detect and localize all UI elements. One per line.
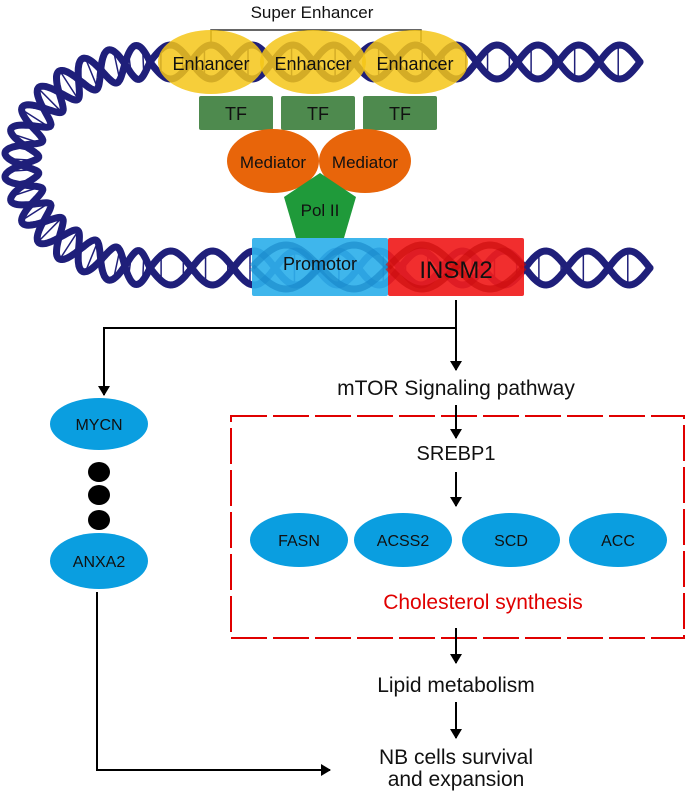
enhancer-1: Enhancer (158, 30, 264, 94)
mediator-2: Mediator (319, 129, 411, 193)
enzyme-acss2: ACSS2 (354, 513, 452, 567)
cholesterol-synthesis-label: Cholesterol synthesis (383, 591, 583, 614)
tf-group: TF TF TF (199, 96, 437, 130)
enhancer-3: Enhancer (362, 30, 468, 94)
enzyme-label: SCD (494, 533, 528, 550)
anxa2-node: ANXA2 (50, 533, 148, 589)
mycn-node: MYCN (50, 398, 148, 450)
dna-base-pair (37, 87, 63, 113)
mediator-group: Mediator Mediator (227, 129, 411, 193)
tf-3-label: TF (389, 104, 411, 124)
enzyme-label: ACSS2 (377, 533, 430, 550)
pol2: Pol II (284, 173, 356, 238)
dot-2 (88, 485, 110, 505)
enhancer-1-label: Enhancer (172, 54, 249, 74)
enzyme-node-shape (569, 513, 667, 567)
mediator-1: Mediator (227, 129, 319, 193)
tf-2-label: TF (307, 104, 329, 124)
srebp1-label: SREBP1 (417, 443, 496, 465)
enzyme-label: ACC (601, 533, 635, 550)
enhancer-3-label: Enhancer (376, 54, 453, 74)
tf-1-label: TF (225, 104, 247, 124)
tf-3: TF (363, 96, 437, 130)
cholesterol-synthesis-box (230, 415, 685, 639)
dna-base-pair (84, 241, 99, 273)
enzyme-node-shape (250, 513, 348, 567)
gene-label: INSM2 (419, 257, 492, 284)
anxa2-label: ANXA2 (73, 554, 126, 571)
promotor: Promotor (249, 238, 391, 296)
promotor-helix-overlay (249, 241, 391, 293)
dna-base-pair (59, 230, 79, 260)
enzyme-fasn: FASN (250, 513, 348, 567)
enzyme-label: FASN (278, 533, 320, 550)
dna-base-pair (37, 217, 63, 243)
gene-helix-overlay (385, 241, 527, 293)
dot-1 (88, 462, 110, 482)
enzyme-scd: SCD (462, 513, 560, 567)
mtor-pathway-label: mTOR Signaling pathway (337, 377, 575, 400)
enhancer-group: Enhancer Enhancer Enhancer (158, 30, 468, 94)
enzyme-node-shape (462, 513, 560, 567)
tf-2: TF (281, 96, 355, 130)
promotor-label: Promotor (283, 254, 357, 274)
outcome-line-1: NB cells survival (379, 746, 533, 769)
branch-arrows (98, 300, 462, 396)
outcome-line-2: and expansion (388, 768, 525, 791)
helix-strand-overlay (249, 241, 391, 293)
enhancer-2: Enhancer (260, 30, 366, 94)
enzyme-acc: ACC (569, 513, 667, 567)
dot-3 (88, 510, 110, 530)
mediator-1-label: Mediator (240, 153, 306, 172)
helix-strand-overlay (385, 241, 527, 293)
dna-base-pair (59, 70, 79, 100)
mycn-label: MYCN (75, 417, 122, 434)
enzyme-group: FASN ACSS2 SCD ACC (250, 513, 667, 567)
pol2-label: Pol II (301, 201, 340, 220)
enzyme-node-shape (354, 513, 452, 567)
ellipsis-dots (88, 462, 110, 530)
dna-base-pair (84, 57, 99, 89)
lipid-metabolism-label: Lipid metabolism (377, 674, 535, 697)
tf-1: TF (199, 96, 273, 130)
enhancer-2-label: Enhancer (274, 54, 351, 74)
gene-insm2: INSM2 (385, 238, 527, 296)
mediator-2-label: Mediator (332, 153, 398, 172)
super-enhancer-label: Super Enhancer (251, 3, 374, 22)
arrow-anxa2-to-outcome (96, 592, 331, 776)
